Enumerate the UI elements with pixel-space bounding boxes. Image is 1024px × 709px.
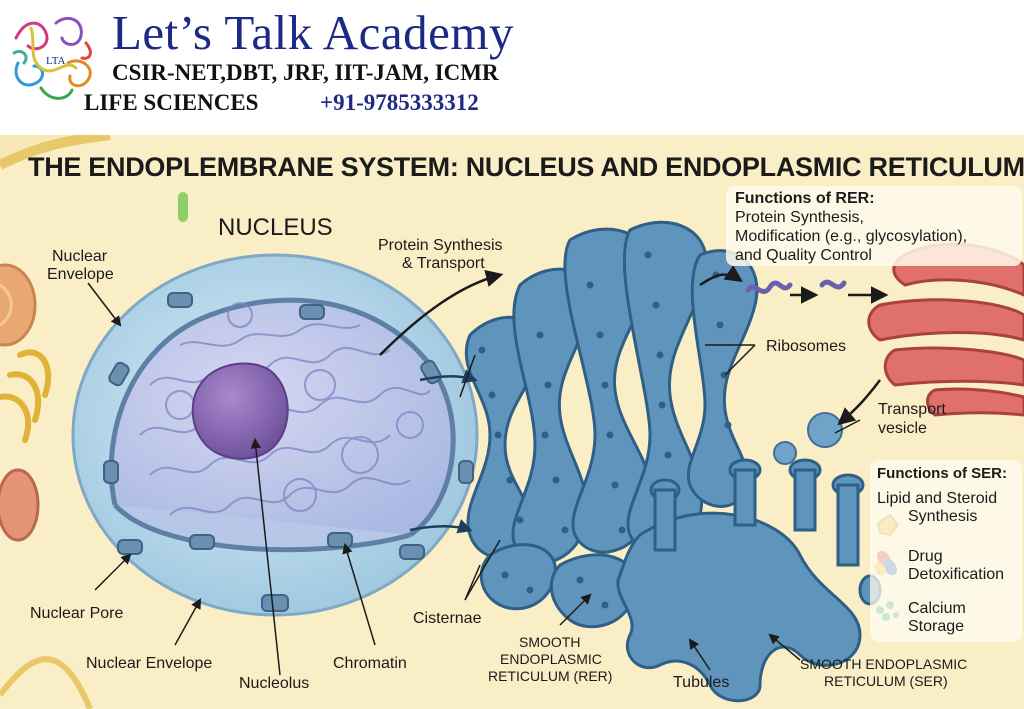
ribosome-dot [488, 391, 496, 399]
exam-list: CSIR-NET,DBT, JRF, IIT-JAM, ICMR [112, 60, 499, 85]
label-cisternae: Cisternae [413, 610, 482, 627]
ribosome-dot [552, 476, 560, 484]
rer-function-line-2: Modification (e.g., glycosylation), [735, 228, 968, 245]
lta-logo: LTA [12, 17, 92, 100]
label-protein-synthesis-2: & Transport [402, 255, 485, 272]
rer-function-line-3: and Quality Control [735, 247, 872, 264]
transport-vesicles [773, 412, 843, 465]
label-nuclear-envelope-top-2: Envelope [47, 266, 114, 283]
label-protein-synthesis-1: Protein Synthesis [378, 237, 503, 254]
label-nucleolus: Nucleolus [239, 675, 310, 692]
diagram-title: THE ENDOPLEMBRANE SYSTEM: NUCLEUS AND EN… [28, 152, 1024, 182]
ribosome-dot [611, 481, 619, 489]
label-nuclear-pore: Nuclear Pore [30, 605, 124, 622]
ribosome-dot [644, 251, 652, 259]
flow-arrows [379, 264, 889, 534]
ribosome-dot [658, 401, 666, 409]
smooth-er-illustration [616, 458, 882, 703]
ser-item-2-line-2: Detoxification [908, 566, 1005, 583]
ser-functions-title: Functions of SER: [877, 465, 1007, 482]
logo-text: LTA [46, 55, 66, 67]
small-vesicle [178, 192, 188, 222]
label-ser-2: RETICULUM (SER) [824, 673, 948, 689]
label-chromatin: Chromatin [333, 655, 407, 672]
rer-functions-title: Functions of RER: [735, 190, 875, 207]
ribosome-dot [724, 421, 732, 429]
label-transport-vesicle-1: Transport [878, 401, 946, 418]
ribosome-dot [618, 526, 626, 534]
ribosome-dot [716, 321, 724, 329]
nucleolus-shape [191, 362, 289, 460]
ribosome-dot [526, 586, 534, 594]
label-ser-1: SMOOTH ENDOPLASMIC [800, 656, 968, 672]
ribosome-dot [596, 331, 604, 339]
label-nuclear-envelope-bottom: Nuclear Envelope [86, 655, 213, 672]
label-tubules: Tubules [673, 674, 730, 691]
nucleus-title: NUCLEUS [218, 214, 333, 241]
left-golgi [0, 349, 52, 443]
ribosome-dot [576, 576, 584, 584]
ribosome-dot [478, 346, 486, 354]
ribosome-dot [494, 431, 502, 439]
ribosome-dot [561, 526, 569, 534]
label-rer-2: ENDOPLASMIC [500, 651, 602, 667]
ribosome-dot [606, 431, 614, 439]
label-nuclear-envelope-top-1: Nuclear [52, 248, 108, 265]
label-rer-3: RETICULUM (RER) [488, 668, 613, 684]
left-mitochondria [0, 263, 40, 542]
ribosome-dot [601, 601, 609, 609]
header: LTA Let’s Talk Academy CSIR-NET,DBT, JRF… [0, 0, 1024, 135]
ribosome-dot [601, 381, 609, 389]
peptide-chain-icons [745, 279, 847, 295]
ribosome-dot [516, 516, 524, 524]
ribosome-dots [478, 251, 738, 609]
label-rer-1: SMOOTH [519, 634, 581, 650]
ribosome-dot [501, 571, 509, 579]
ribosome-dot [541, 431, 549, 439]
nucleus-illustration [71, 253, 479, 617]
ribosome-dot [656, 351, 664, 359]
ribosome-dot [536, 331, 544, 339]
ser-item-1-line-1: Lipid and Steroid [877, 490, 998, 507]
label-ribosomes: Ribosomes [766, 338, 847, 355]
ser-item-1-line-2: Synthesis [908, 508, 978, 525]
label-leader-lines [87, 282, 861, 676]
ribosome-dot [506, 476, 514, 484]
rer-functions-box: Functions of RER: Protein Synthesis, Mod… [726, 186, 1022, 266]
ribosome-dot [664, 451, 672, 459]
ser-item-3-line-2: Storage [908, 618, 965, 635]
phone-number: +91-9785333312 [320, 90, 479, 115]
ribosome-dot [586, 281, 594, 289]
ribosome-dot [652, 301, 660, 309]
subject-label: LIFE SCIENCES [84, 90, 259, 115]
ser-item-3-line-1: Calcium [908, 600, 966, 617]
rer-function-line-1: Protein Synthesis, [735, 209, 864, 226]
ser-functions-box: Functions of SER: Lipid and Steroid Synt… [870, 460, 1022, 642]
academy-title: Let’s Talk Academy [112, 5, 515, 60]
ribosome-dot [544, 381, 552, 389]
diagram-artwork [0, 135, 1024, 709]
ser-item-2-line-1: Drug [908, 548, 943, 565]
label-transport-vesicle-2: vesicle [878, 420, 927, 437]
